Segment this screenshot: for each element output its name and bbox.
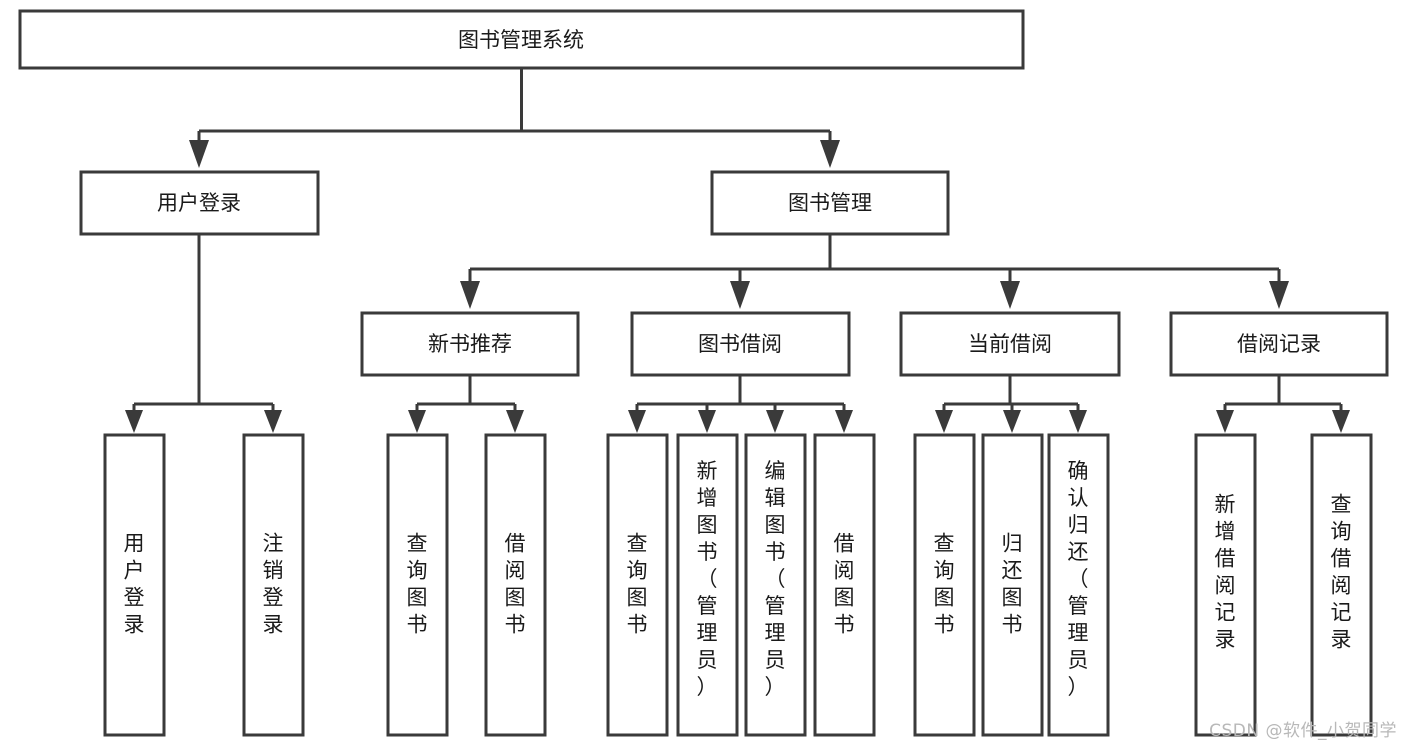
arrowhead-leaf-user-login [125,410,143,433]
leaf-add-book-admin-box[interactable] [676,433,739,737]
node-book-management-label: 图书管理 [788,191,872,215]
leaf-logout-box[interactable] [242,433,305,737]
leaf-newbook-query-book[interactable]: 查询图书 [386,433,449,737]
leaf-current-query-book[interactable]: 查询图书 [913,433,976,737]
leaf-borrow-query-book-box[interactable] [606,433,669,737]
leaf-borrow-lend-book-box[interactable] [813,433,876,737]
leaf-query-borrow-record-label: 查询借阅记录 [1331,493,1352,652]
leaf-edit-book-admin-label: 编辑图书（管理员） [765,459,786,699]
node-book-borrow-label: 图书借阅 [698,332,782,356]
leaf-confirm-return-admin-box[interactable] [1047,433,1110,737]
leaf-edit-book-admin[interactable]: 编辑图书（管理员） [744,433,807,737]
node-root-label: 图书管理系统 [458,28,584,52]
leaf-current-query-book-box[interactable] [913,433,976,737]
arrowhead-current-confirm [1069,410,1087,433]
watermark: CSDN @软件_小贺同学 [1209,721,1397,741]
arrowhead-current-return [1003,410,1021,433]
leaf-query-borrow-record-box[interactable] [1310,433,1373,737]
node-borrow-record-label: 借阅记录 [1237,332,1321,356]
leaf-newbook-borrow-book[interactable]: 借阅图书 [484,433,547,737]
leaf-add-book-admin[interactable]: 新增图书（管理员） [676,433,739,737]
leaf-add-book-admin-label: 新增图书（管理员） [697,459,718,699]
leaf-borrow-query-book[interactable]: 查询图书 [606,433,669,737]
node-book-management[interactable]: 图书管理 [710,170,950,236]
arrowhead-leaf-logout [264,410,282,433]
leaf-borrow-lend-book[interactable]: 借阅图书 [813,433,876,737]
arrowhead-current-query [935,410,953,433]
leaf-add-borrow-record[interactable]: 新增借阅记录 [1194,433,1257,737]
leaf-logout-label: 注销登录 [263,532,284,637]
leaf-edit-book-admin-box[interactable] [744,433,807,737]
node-borrow-record[interactable]: 借阅记录 [1169,311,1389,377]
node-user-login-box[interactable] [79,170,320,236]
node-user-login-label: 用户登录 [157,191,241,215]
node-root-system[interactable]: 图书管理系统 [18,9,1025,70]
node-borrow-record-box[interactable] [1169,311,1389,377]
leaf-user-login-box[interactable] [103,433,166,737]
connector-layer [125,68,1350,433]
arrowhead-borrow-lend [835,410,853,433]
arrowhead-record [1269,281,1289,309]
leaf-newbook-borrow-book-box[interactable] [484,433,547,737]
node-book-borrow-box[interactable] [630,311,851,377]
leaf-confirm-return-admin[interactable]: 确认归还（管理员） [1047,433,1110,737]
arrowhead-record-add [1216,410,1234,433]
arrowhead-newbook [460,281,480,309]
leaf-newbook-query-book-label: 查询图书 [407,532,428,637]
node-current-borrow-label: 当前借阅 [968,332,1052,356]
leaf-logout[interactable]: 注销登录 [242,433,305,737]
leaf-return-book-label: 归还图书 [1002,532,1023,637]
arrowhead-current [1000,281,1020,309]
leaf-user-login-label: 用户登录 [124,532,145,637]
leaf-confirm-return-admin-label: 确认归还（管理员） [1068,459,1089,699]
arrowhead-newbook-borrow [506,410,524,433]
arrowhead-record-query [1332,410,1350,433]
leaf-newbook-borrow-book-label: 借阅图书 [505,532,526,637]
leaf-borrow-lend-book-label: 借阅图书 [834,532,855,637]
leaf-add-borrow-record-label: 新增借阅记录 [1215,493,1236,652]
arrowhead-newbook-query [408,410,426,433]
node-root-box[interactable] [18,9,1025,70]
leaf-borrow-query-book-label: 查询图书 [627,532,648,637]
leaf-query-borrow-record[interactable]: 查询借阅记录 [1310,433,1373,737]
node-current-borrow-box[interactable] [899,311,1121,377]
node-current-borrow[interactable]: 当前借阅 [899,311,1121,377]
leaf-add-borrow-record-box[interactable] [1194,433,1257,737]
arrowhead-borrow-edit [766,410,784,433]
node-new-book-recommend-box[interactable] [360,311,580,377]
node-book-management-box[interactable] [710,170,950,236]
arrowhead-book-mgmt [820,140,840,168]
node-user-login[interactable]: 用户登录 [79,170,320,236]
node-new-book-recommend[interactable]: 新书推荐 [360,311,580,377]
leaf-return-book-box[interactable] [981,433,1044,737]
arrowhead-user-login [189,140,209,168]
leaf-current-query-book-label: 查询图书 [934,532,955,637]
arrowhead-borrow [730,281,750,309]
leaf-return-book[interactable]: 归还图书 [981,433,1044,737]
node-book-borrow[interactable]: 图书借阅 [630,311,851,377]
arrowhead-borrow-query [628,410,646,433]
node-new-book-recommend-label: 新书推荐 [428,332,512,356]
leaf-newbook-query-book-box[interactable] [386,433,449,737]
leaf-user-login[interactable]: 用户登录 [103,433,166,737]
arrowhead-borrow-add [698,410,716,433]
